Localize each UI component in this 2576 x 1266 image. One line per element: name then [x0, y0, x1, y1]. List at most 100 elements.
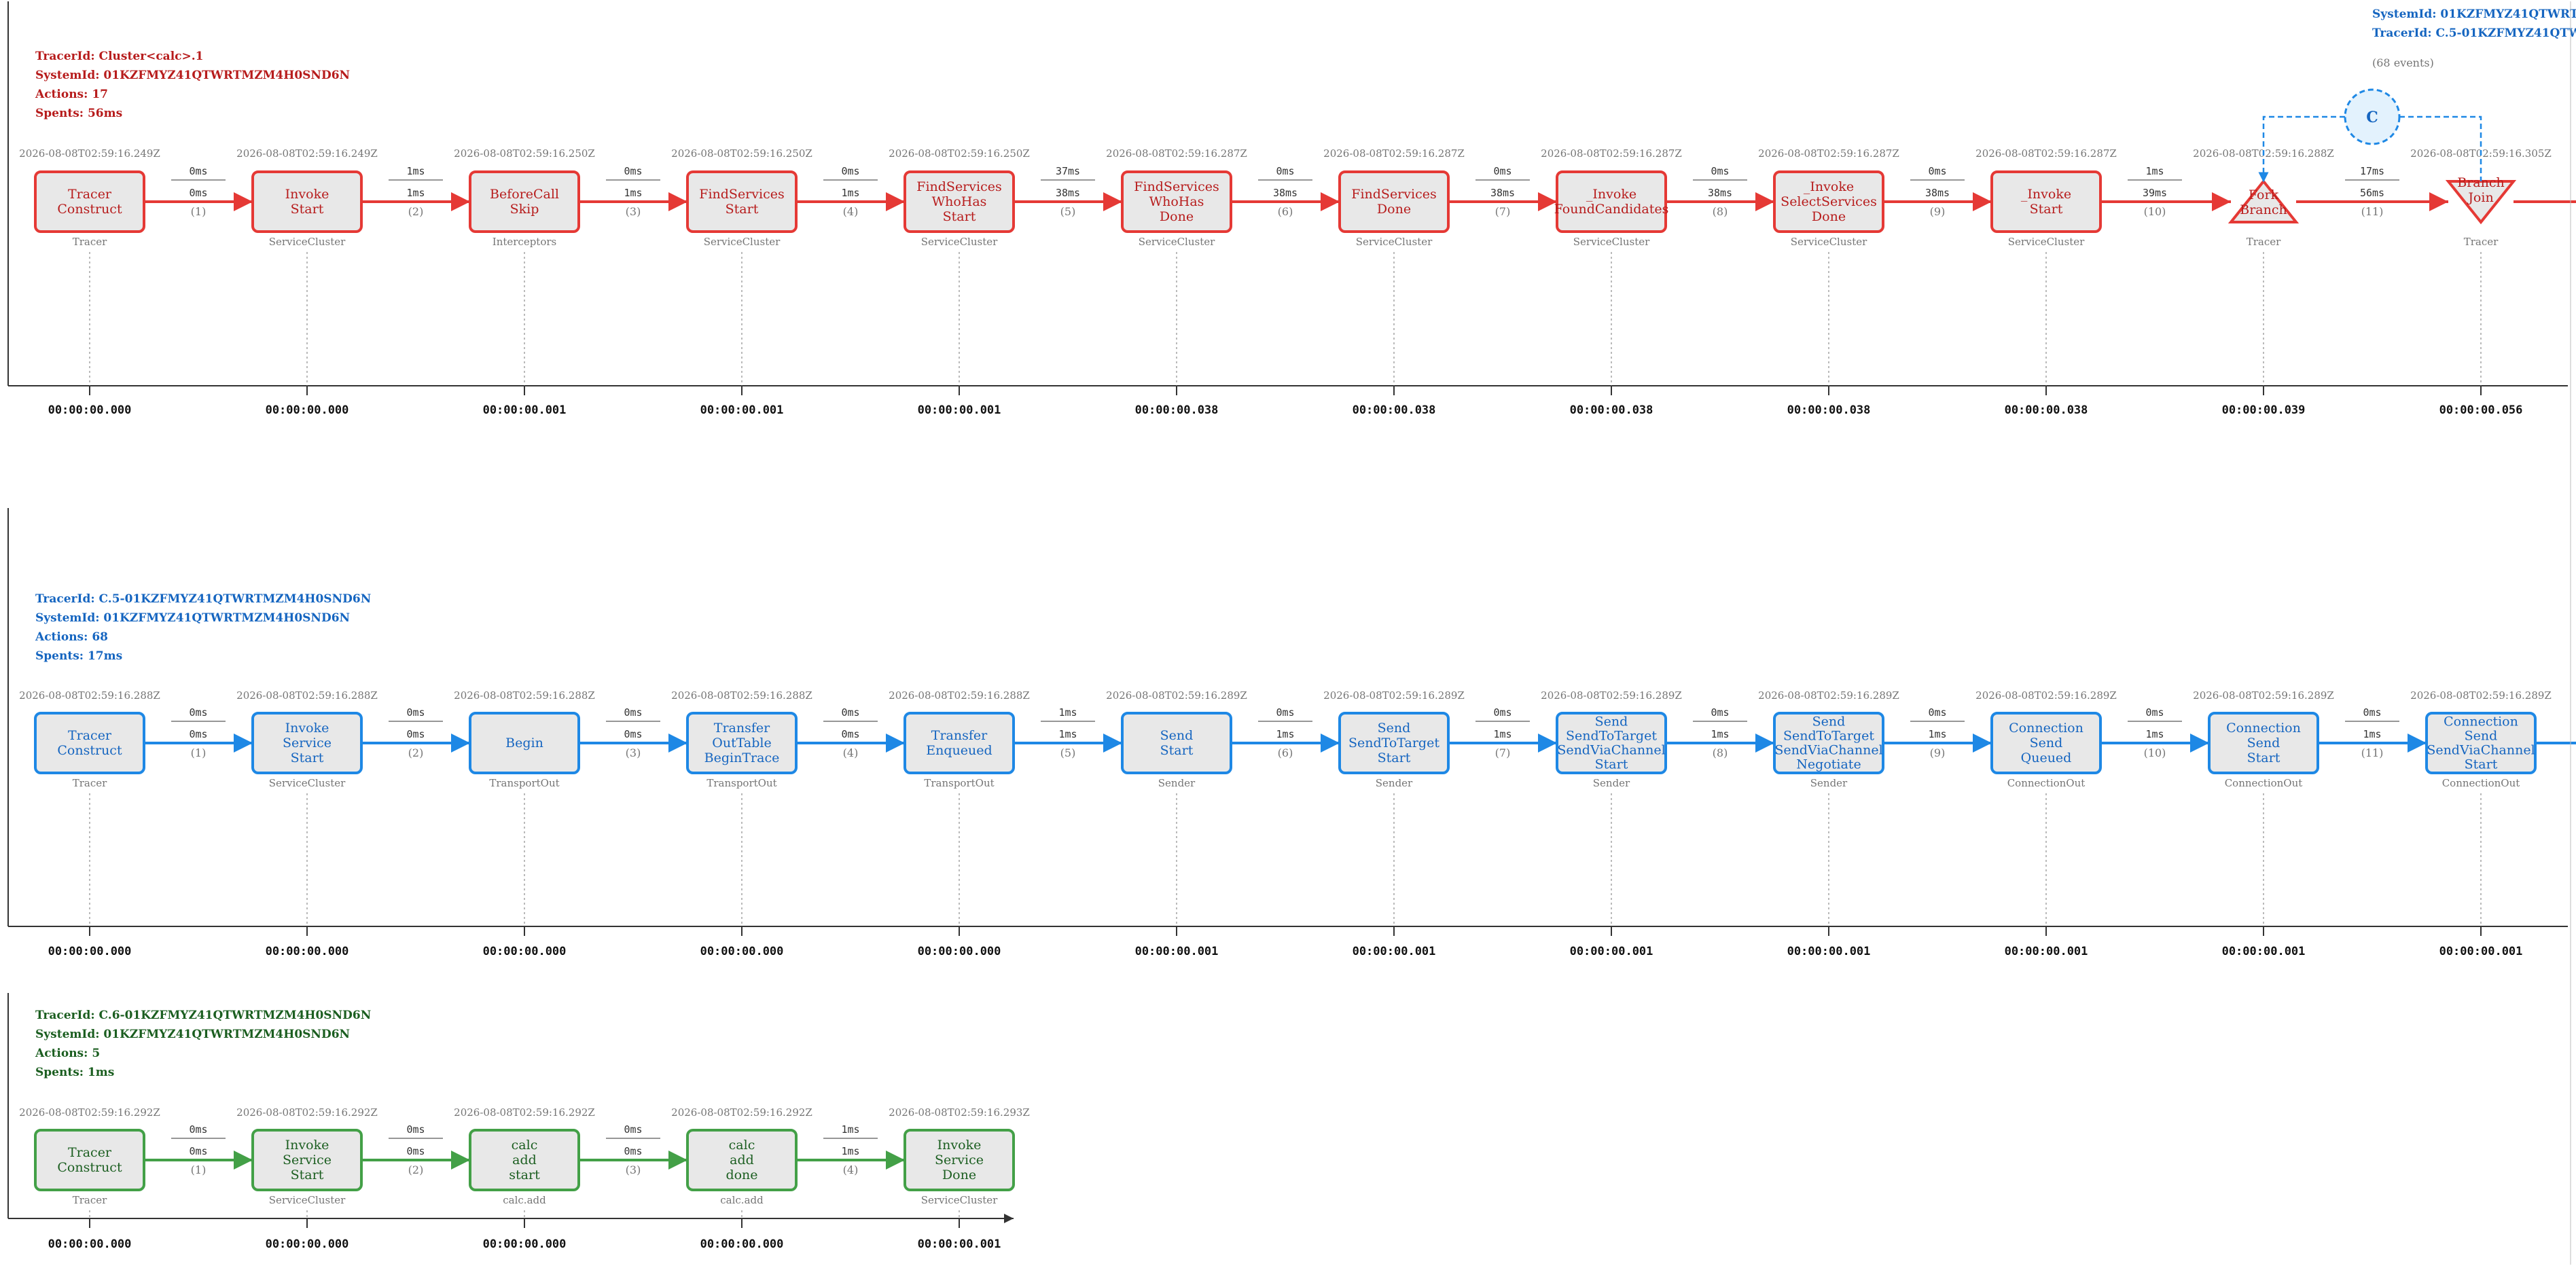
edge-delta-label: 37ms — [1056, 165, 1080, 177]
event-label: Service — [283, 736, 332, 750]
edge-delta-label: 0ms — [1493, 165, 1511, 177]
event-timestamp: 2026-08-08T02:59:16.288Z — [454, 689, 595, 702]
event-category: ServiceCluster — [1139, 236, 1215, 248]
event-label: Done — [1812, 209, 1846, 224]
event-label: Connection — [2009, 721, 2083, 736]
event-node: 2026-08-08T02:59:16.293ZInvokeServiceDon… — [889, 1106, 1030, 1218]
edge-total-label: 1ms — [2145, 728, 2164, 740]
event-label: Transfer — [714, 721, 770, 736]
edge-delta-label: 17ms — [2360, 165, 2384, 177]
edge-total-label: 38ms — [1490, 187, 1515, 199]
event-label: add — [512, 1153, 537, 1168]
event-category: Tracer — [73, 777, 107, 789]
event-label: Send — [2465, 729, 2498, 744]
event-label: Service — [935, 1153, 984, 1168]
edge-delta-label: 0ms — [1711, 165, 1729, 177]
edge-index-label: (9) — [1930, 205, 1946, 218]
event-node: 2026-08-08T02:59:16.292Zcalcadddonecalc.… — [671, 1106, 812, 1218]
event-label: Start — [1595, 757, 1628, 772]
event-box — [686, 170, 798, 233]
axis-tick-label: 00:00:00.056 — [2439, 403, 2523, 417]
edge-delta-label: 1ms — [2145, 165, 2164, 177]
edge-index-label: (3) — [626, 205, 641, 218]
event-label: Send — [2247, 736, 2280, 750]
event-timestamp: 2026-08-08T02:59:16.289Z — [1758, 689, 1899, 702]
event-category: ServiceCluster — [269, 1194, 346, 1206]
event-label: FindServices — [916, 179, 1001, 194]
event-box — [2208, 712, 2319, 774]
event-label: Start — [1160, 743, 1194, 758]
event-box — [1556, 712, 1667, 774]
event-box — [251, 1129, 363, 1191]
event-label: SendViaChannel — [1557, 743, 1665, 758]
event-label: Invoke — [285, 721, 329, 736]
event-box — [251, 170, 363, 233]
axis-tick-label: 00:00:00.000 — [700, 945, 784, 958]
event-node: 2026-08-08T02:59:16.249ZInvokeStartServi… — [236, 147, 378, 386]
event-box — [904, 1129, 1015, 1191]
event-label: Send — [2030, 736, 2063, 750]
event-timestamp: 2026-08-08T02:59:16.292Z — [671, 1106, 812, 1119]
event-timestamp: 2026-08-08T02:59:16.288Z — [671, 689, 812, 702]
edge-index-label: (10) — [2144, 205, 2166, 218]
event-label: _Invoke — [1804, 179, 1854, 194]
edge-total-label: 0ms — [189, 1145, 207, 1157]
event-label: Branch — [2457, 175, 2505, 190]
event-box — [34, 170, 145, 233]
edge-total-label: 1ms — [1928, 728, 1946, 740]
edge-index-label: (2) — [408, 205, 424, 218]
event-label: Tracer — [68, 728, 112, 743]
edge-delta-label: 0ms — [841, 706, 859, 719]
event-node: 2026-08-08T02:59:16.287ZFindServicesWhoH… — [1106, 147, 1247, 386]
trace-info-line: SystemId: 01KZFMYZ41QTWRTMZM4H0SND6N — [35, 611, 350, 625]
edge-total-label: 0ms — [624, 1145, 642, 1157]
event-category: ConnectionOut — [2442, 777, 2520, 789]
event-node: 2026-08-08T02:59:16.287ZFindServicesDone… — [1323, 147, 1465, 386]
trace-info-line: Actions: 5 — [35, 1047, 100, 1060]
edge-total-label: 1ms — [1711, 728, 1729, 740]
axis-tick-label: 00:00:00.001 — [2222, 945, 2306, 958]
fork-triangle — [2228, 179, 2300, 223]
edge-index-label: (4) — [843, 1163, 859, 1176]
event-category: calc.add — [503, 1194, 546, 1206]
edge-index-label: (1) — [191, 746, 207, 759]
trace-info-line: Spents: 17ms — [35, 649, 122, 663]
edge-index-label: (11) — [2361, 205, 2384, 218]
branch-circle-label: C — [2366, 109, 2378, 126]
edge-delta-label: 1ms — [1058, 706, 1077, 719]
event-category: ServiceCluster — [704, 236, 781, 248]
trace-info-line: SystemId: 01KZFMYZ41QTWRTMZM4H0SND6N — [35, 1028, 350, 1041]
axis-tick-label: 00:00:00.000 — [266, 1237, 349, 1251]
event-category: ServiceCluster — [269, 777, 346, 789]
event-label: Construct — [57, 202, 122, 217]
trace-info-line: Spents: 1ms — [35, 1066, 114, 1079]
trace-track-t3: TracerId: C.6-01KZFMYZ41QTWRTMZM4H0SND6N… — [7, 993, 1030, 1251]
event-node: 2026-08-08T02:59:16.289ZSendSendToTarget… — [1758, 689, 1899, 926]
event-category: Tracer — [2464, 236, 2499, 248]
event-label: Queued — [2021, 750, 2072, 765]
event-box — [904, 712, 1015, 774]
event-label: WhoHas — [932, 194, 987, 209]
event-label: Branch — [2240, 202, 2287, 217]
event-label: Invoke — [937, 1138, 982, 1153]
edge-index-label: (4) — [843, 746, 859, 759]
event-label: calc — [512, 1138, 538, 1153]
event-label: Connection — [2444, 715, 2518, 729]
event-timestamp: 2026-08-08T02:59:16.287Z — [1106, 147, 1247, 160]
trace-info-line: SystemId: 01KZFMYZ41QTWRTMZM4H0SND6N — [35, 69, 350, 82]
axis-tick-label: 00:00:00.038 — [1787, 403, 1871, 417]
event-label: Start — [291, 202, 324, 217]
trace-info: TracerId: C.6-01KZFMYZ41QTWRTMZM4H0SND6N… — [35, 1009, 371, 1079]
event-label: add — [730, 1153, 754, 1168]
event-label: BeginTrace — [704, 750, 780, 765]
event-box — [251, 712, 363, 774]
edge-delta-label: 0ms — [406, 706, 425, 719]
